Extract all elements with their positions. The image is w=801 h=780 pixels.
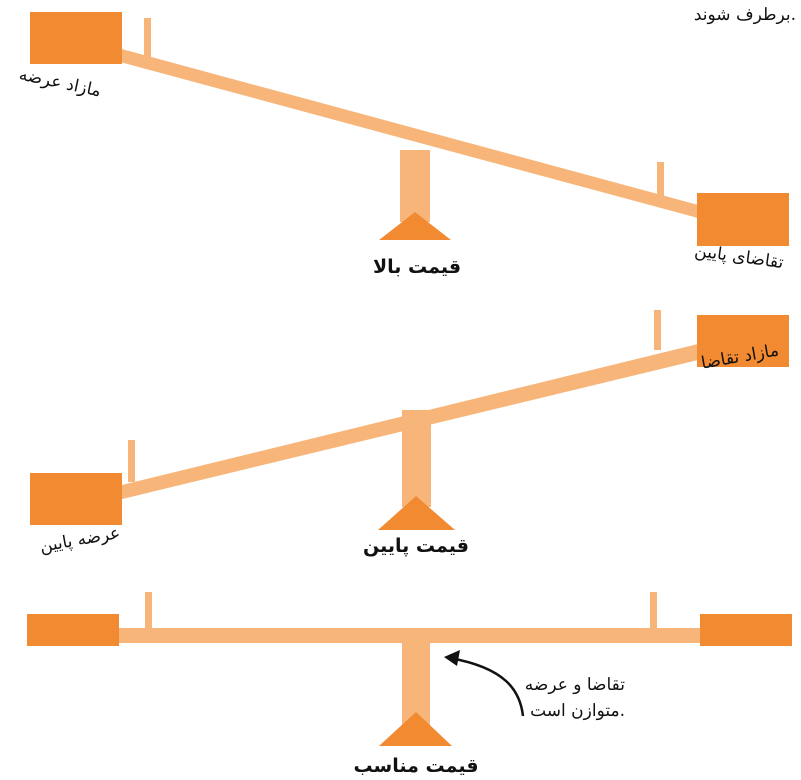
balance-note-line1: تقاضا و عرضه — [525, 675, 625, 695]
stand-post — [400, 150, 430, 222]
stand — [379, 638, 452, 746]
left-label: عرضه پایین — [38, 523, 121, 557]
arrow-curve — [449, 656, 525, 717]
fulcrum-triangle — [379, 712, 452, 746]
stand-post — [402, 638, 430, 726]
demand-block — [697, 315, 789, 367]
price-label: قیمت پایین — [363, 535, 469, 557]
price-label: قیمت بالا — [373, 256, 461, 278]
demand-block — [697, 193, 789, 246]
marker-post-right — [650, 592, 657, 632]
seesaw-high-price: مازاد عرضه تقاضای پایین قیمت بالا — [17, 12, 789, 278]
price-label: قیمت مناسب — [353, 755, 478, 777]
fulcrum-triangle — [379, 212, 451, 240]
top-note: برطرف شوند. — [694, 5, 796, 25]
demand-block — [700, 614, 792, 646]
marker-post-left — [144, 18, 151, 60]
arrowhead-icon — [444, 650, 460, 666]
stand — [379, 150, 451, 240]
left-label: مازاد عرضه — [17, 65, 103, 102]
marker-post-left — [128, 440, 135, 482]
seesaw-low-price: عرضه پایین مازاد تقاضا قیمت پایین — [30, 310, 789, 557]
beam — [116, 628, 702, 643]
seesaw-balanced: تقاضا و عرضه متوازن است. قیمت مناسب — [27, 592, 792, 777]
marker-post-right — [654, 310, 661, 350]
marker-post-left — [145, 592, 152, 632]
beam — [118, 48, 702, 218]
supply-block — [30, 12, 122, 64]
supply-block — [27, 614, 119, 646]
fulcrum-triangle — [378, 496, 455, 530]
marker-post-right — [657, 162, 664, 202]
balance-note-line2: متوازن است. — [530, 701, 625, 721]
beam — [118, 344, 698, 500]
supply-block — [30, 473, 122, 525]
